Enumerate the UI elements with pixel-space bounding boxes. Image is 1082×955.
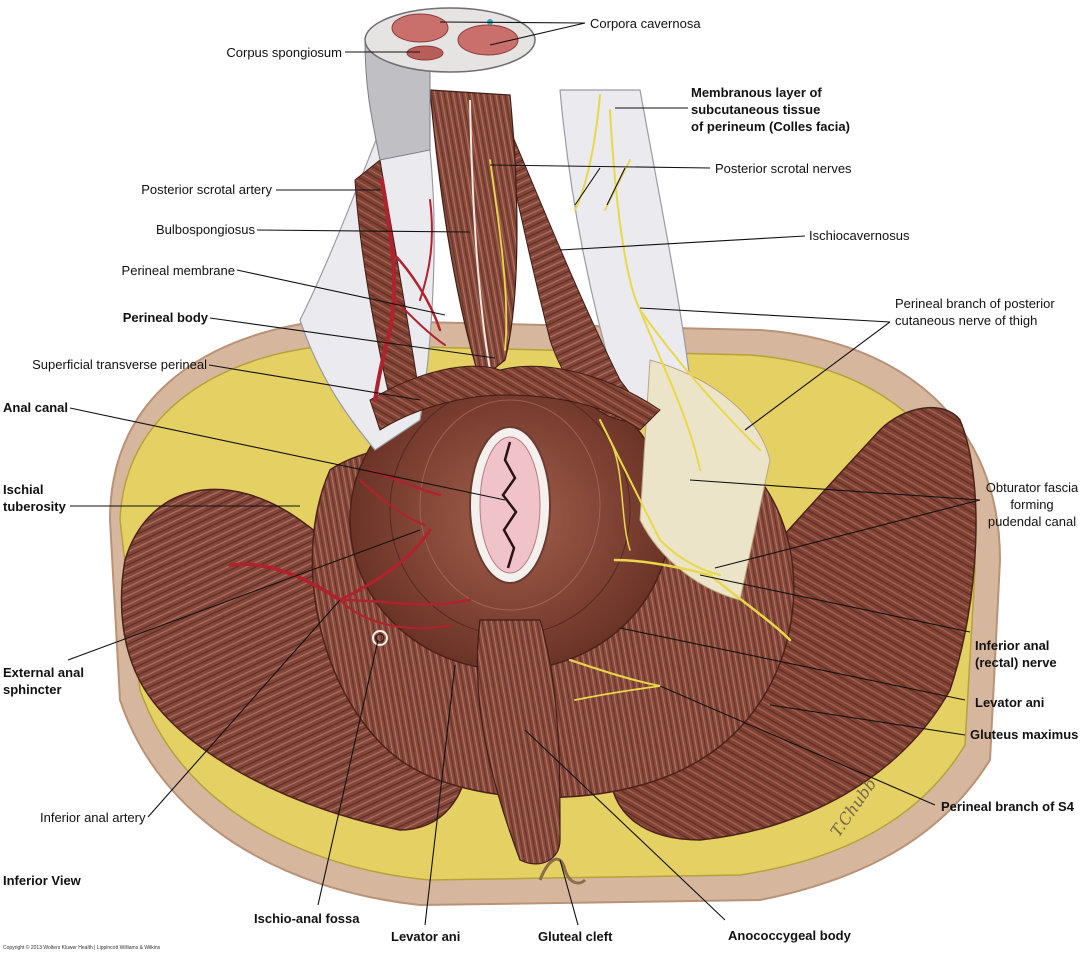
label-levator-ani-right: Levator ani xyxy=(975,695,1045,710)
label-superficial-transverse-perineal: Superficial transverse perineal xyxy=(32,357,207,372)
label-membranous-layer-2: subcutaneous tissue xyxy=(691,102,821,117)
nerves xyxy=(489,94,792,701)
label-perineal-body: Perineal body xyxy=(122,310,208,325)
label-levator-ani-bottom: Levator ani xyxy=(391,929,461,944)
label-ischio-anal-fossa: Ischio-anal fossa xyxy=(254,911,360,926)
label-bulbospongiosus: Bulbospongiosus xyxy=(155,222,255,237)
anococcygeal-body-shape xyxy=(476,619,561,865)
label-corpus-spongiosum: Corpus spongiosum xyxy=(226,45,342,60)
copyright-text: Copyright © 2013 Wolters Kluwer Health |… xyxy=(3,945,161,951)
label-inferior-anal-nerve-2: (rectal) nerve xyxy=(975,655,1057,670)
label-obturator-fascia-1: Obturator fascia xyxy=(985,480,1079,495)
label-gluteus-maximus: Gluteus maximus xyxy=(970,727,1079,742)
arteries xyxy=(228,178,472,630)
label-perineal-membrane: Perineal membrane xyxy=(121,263,235,278)
label-external-anal-sphincter-2: sphincter xyxy=(3,682,62,697)
label-perineal-branch-post-cut-2: cutaneous nerve of thigh xyxy=(895,313,1038,328)
label-obturator-fascia-3: pudendal canal xyxy=(987,514,1077,529)
label-inferior-anal-nerve-1: Inferior anal xyxy=(975,638,1050,653)
corpus-cavernosum-left xyxy=(391,13,449,43)
corpus-cavernosum-right xyxy=(457,24,519,56)
shaft-skin xyxy=(364,39,431,161)
label-anal-canal: Anal canal xyxy=(3,400,69,415)
label-ischial-tuberosity-1: Ischial xyxy=(3,482,44,497)
label-inferior-anal-artery: Inferior anal artery xyxy=(40,810,146,825)
label-perineal-branch-s4: Perineal branch of S4 xyxy=(941,799,1074,814)
ischio-anal-fossa-marker xyxy=(372,630,388,646)
label-corpora-cavernosa: Corpora cavernosa xyxy=(590,16,701,31)
label-anococcygeal-body: Anococcygeal body xyxy=(728,928,851,943)
label-membranous-layer-1: Membranous layer of xyxy=(691,85,822,100)
label-external-anal-sphincter-1: External anal xyxy=(3,665,84,680)
label-ischiocavernosus: Ischiocavernosus xyxy=(809,228,910,243)
superficial-transverse-perineal-shape xyxy=(369,365,661,431)
gluteal-cleft-shape xyxy=(538,857,587,885)
ischiocavernosus-right xyxy=(504,128,651,423)
label-membranous-layer-3: of perineum (Colles facia) xyxy=(691,119,850,134)
label-ischial-tuberosity-2: tuberosity xyxy=(3,499,66,514)
label-perineal-branch-post-cut-1: Perineal branch of posterior xyxy=(895,296,1055,311)
corpus-spongiosum-shape xyxy=(406,45,444,61)
leader-lines xyxy=(67,21,981,926)
obturator-fascia xyxy=(639,359,771,601)
label-posterior-scrotal-nerves: Posterior scrotal nerves xyxy=(715,161,852,176)
label-posterior-scrotal-artery: Posterior scrotal artery xyxy=(141,182,272,197)
label-obturator-fascia-2: forming xyxy=(1010,497,1054,512)
label-inferior-view: Inferior View xyxy=(3,873,81,888)
label-gluteal-cleft: Gluteal cleft xyxy=(538,929,613,944)
